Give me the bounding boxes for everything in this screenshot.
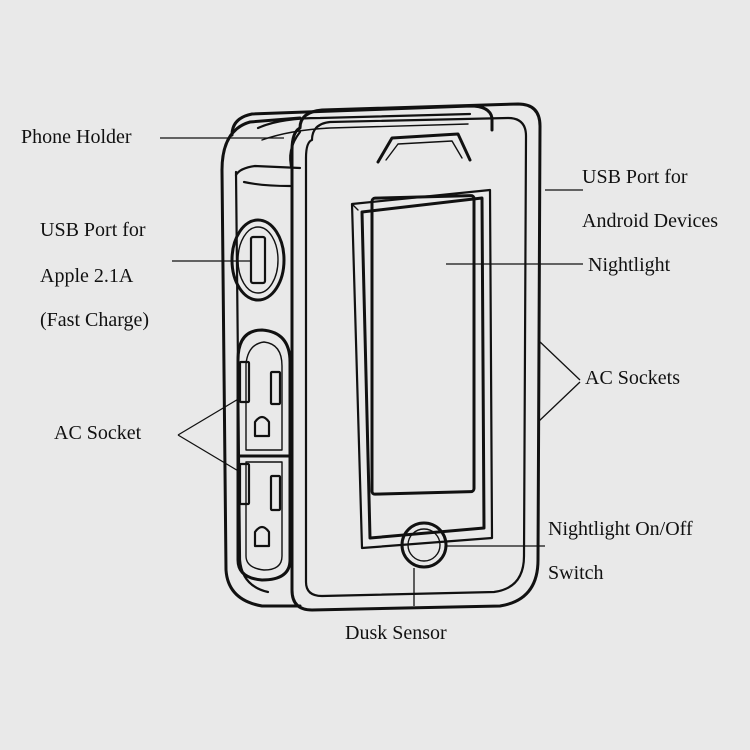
label-nightlight-switch-line2: Switch: [548, 562, 604, 584]
label-usb-apple-line1: USB Port for: [40, 219, 146, 241]
label-ac-socket: AC Socket: [54, 422, 142, 444]
label-ac-sockets: AC Sockets: [585, 367, 680, 389]
usb-port-apple: [230, 218, 286, 302]
label-nightlight-switch-line1: Nightlight On/Off: [548, 518, 693, 540]
label-nightlight: Nightlight: [588, 254, 671, 276]
nightlight-panel: [350, 188, 494, 550]
label-usb-android-line1: USB Port for: [582, 166, 688, 188]
ac-socket-upper: [236, 328, 292, 458]
label-dusk-sensor: Dusk Sensor: [345, 622, 447, 644]
label-usb-android-line2: Android Devices: [582, 210, 719, 232]
nightlight-switch: [400, 521, 448, 569]
leader-lines: [160, 137, 583, 606]
label-usb-apple-line3: (Fast Charge): [40, 309, 150, 331]
device-body: [220, 102, 542, 612]
ac-socket-lower: [236, 454, 292, 582]
label-usb-apple-line2: Apple 2.1A: [40, 265, 134, 287]
label-phone-holder: Phone Holder: [21, 126, 132, 148]
top-notch: [376, 132, 472, 164]
